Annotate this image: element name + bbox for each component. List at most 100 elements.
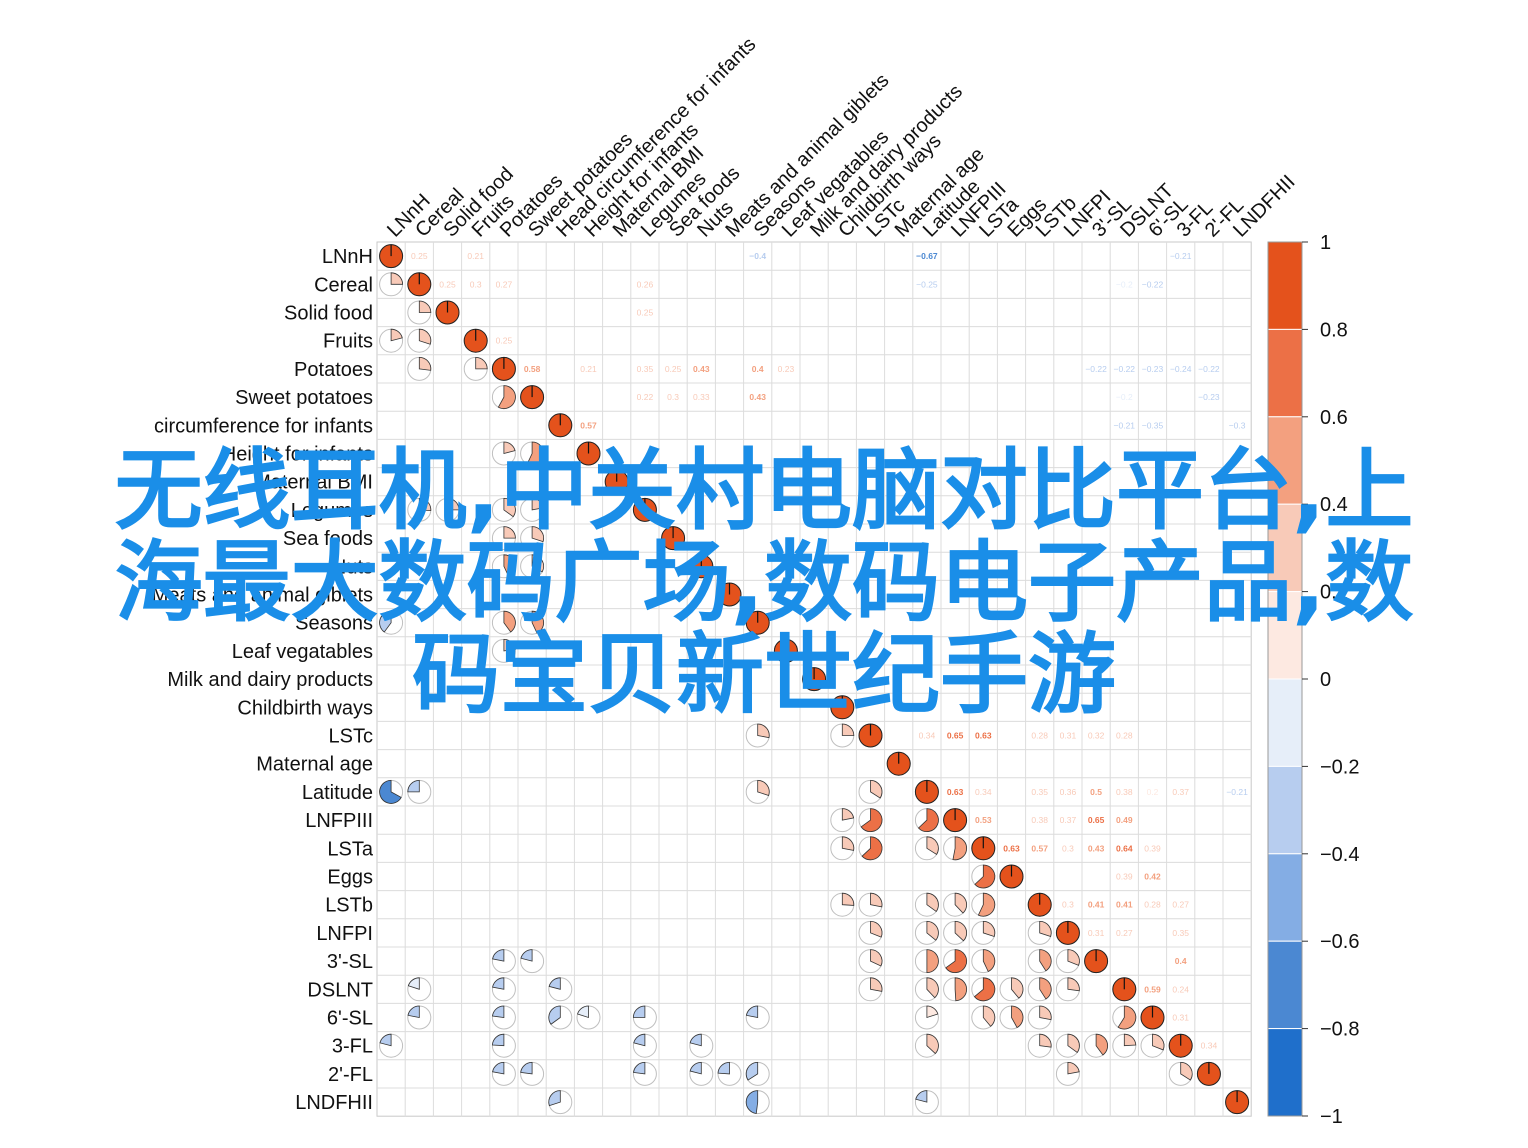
pie-slice: [418, 497, 432, 512]
row-label: LNDFHII: [295, 1092, 373, 1114]
pie-slice: [870, 920, 883, 938]
cell-value: −0.22: [1142, 279, 1164, 289]
colorbar-tick-label: −0.2: [1320, 756, 1359, 778]
colorbar-tick-label: −0.4: [1320, 844, 1359, 866]
colorbar-tick-label: −0.6: [1320, 931, 1359, 953]
row-label: LSTc: [329, 726, 373, 748]
pie-slice: [531, 610, 544, 634]
cell-value: 0.65: [947, 731, 964, 741]
pie-slice: [407, 1005, 420, 1018]
row-label: circumference for infants: [154, 415, 373, 437]
cell-value: 0.31: [1060, 731, 1077, 741]
pie-slice: [982, 920, 996, 937]
pie-slice: [497, 385, 516, 409]
pie-slice: [526, 441, 544, 466]
cell-value: 0.34: [919, 731, 936, 741]
pie-slice: [954, 892, 967, 914]
pie-slice: [503, 497, 516, 518]
pie-slice: [531, 554, 544, 573]
colorbar-segment: [1267, 503, 1303, 593]
colorbar-tick-label: 0.8: [1320, 319, 1348, 341]
row-label: LNFPIII: [305, 810, 373, 832]
cell-value: 0.53: [975, 815, 992, 825]
cell-value: 0.33: [693, 392, 710, 402]
cell-value: 0.58: [524, 364, 541, 374]
cell-value: 0.38: [1031, 815, 1048, 825]
row-label: Sea foods: [283, 528, 373, 550]
pie-slice: [1011, 977, 1024, 999]
pie-slice: [1039, 1033, 1052, 1048]
pie-slice: [745, 1005, 759, 1018]
cell-value: 0.23: [778, 364, 795, 374]
pie-slice: [548, 1005, 561, 1025]
row-label: 2'-FL: [328, 1064, 373, 1086]
pie-slice: [717, 1061, 730, 1075]
pie-slice: [917, 808, 939, 832]
cell-value: 0.26: [637, 279, 654, 289]
cell-value: −0.3: [1229, 420, 1246, 430]
cell-value: 0.36: [1060, 787, 1077, 797]
pie-slice: [418, 300, 432, 313]
pie-slice: [926, 949, 939, 974]
cell-value: −0.22: [1198, 364, 1220, 374]
pie-slice: [1180, 1061, 1193, 1081]
cell-value: −0.24: [1170, 364, 1192, 374]
pie-slice: [548, 1090, 561, 1107]
colorbar-segment: [1267, 591, 1303, 680]
cell-value: 0.39: [1144, 843, 1161, 853]
pie-slice: [577, 1005, 589, 1019]
cell-value: 0.65: [1088, 815, 1105, 825]
cell-value: 0.25: [411, 251, 428, 261]
row-label: 6'-SL: [327, 1008, 373, 1030]
cell-value: −0.4: [749, 251, 766, 261]
pie-slice: [492, 949, 505, 962]
cell-value: −0.35: [1142, 420, 1164, 430]
cell-value: 0.31: [1172, 1013, 1189, 1023]
cell-value: 0.25: [496, 336, 513, 346]
cell-value: 0.27: [1116, 928, 1133, 938]
cell-value: 0.3: [470, 279, 482, 289]
row-label: Milk and dairy products: [167, 669, 373, 691]
colorbar-tick-label: −0.8: [1320, 1019, 1359, 1041]
pie-slice: [841, 836, 855, 851]
colorbar-segment: [1267, 678, 1303, 767]
pie-slice: [745, 1090, 759, 1114]
cell-value: 0.21: [580, 364, 597, 374]
pie-slice: [418, 356, 432, 371]
cell-value: 0.5: [1090, 787, 1102, 797]
cell-value: 0.35: [1031, 787, 1048, 797]
pie-slice: [1123, 1033, 1137, 1047]
colorbar-tick-label: 0.4: [1320, 494, 1348, 516]
cell-value: 0.27: [496, 279, 513, 289]
row-label: LSTa: [327, 838, 373, 860]
pie-slice: [926, 977, 939, 999]
cell-value: 0.38: [1116, 787, 1133, 797]
pie-slice: [390, 272, 404, 285]
cell-value: 0.41: [1088, 900, 1105, 910]
pie-slice: [633, 1033, 646, 1047]
row-label: Leaf vegatables: [232, 641, 373, 663]
row-label: Cereal: [314, 274, 373, 296]
pie-slice: [841, 892, 855, 906]
pie-slice: [1067, 1033, 1080, 1054]
row-label: Latitude: [302, 782, 373, 804]
row-label: Childbirth ways: [237, 697, 373, 719]
row-label: Maternal BMI: [254, 472, 373, 494]
cell-value: 0.57: [580, 420, 597, 430]
pie-slice: [757, 779, 770, 796]
cell-value: 0.63: [947, 787, 964, 797]
cell-value: 0.37: [1060, 815, 1077, 825]
colorbar-tick-label: −1: [1320, 1106, 1343, 1128]
pie-slice: [974, 864, 996, 889]
pie-slice: [954, 977, 968, 1002]
colorbar-segment: [1267, 765, 1303, 855]
pie-slice: [447, 497, 460, 511]
colorbar-tick-label: 0.2: [1320, 582, 1348, 604]
pie-slice: [841, 723, 855, 736]
cell-value: −0.21: [1114, 420, 1136, 430]
pie-slice: [926, 892, 939, 913]
cell-value: 0.35: [1172, 928, 1189, 938]
cell-value: −0.22: [1114, 364, 1136, 374]
pie-slice: [503, 441, 516, 455]
pie-slice: [757, 723, 770, 739]
